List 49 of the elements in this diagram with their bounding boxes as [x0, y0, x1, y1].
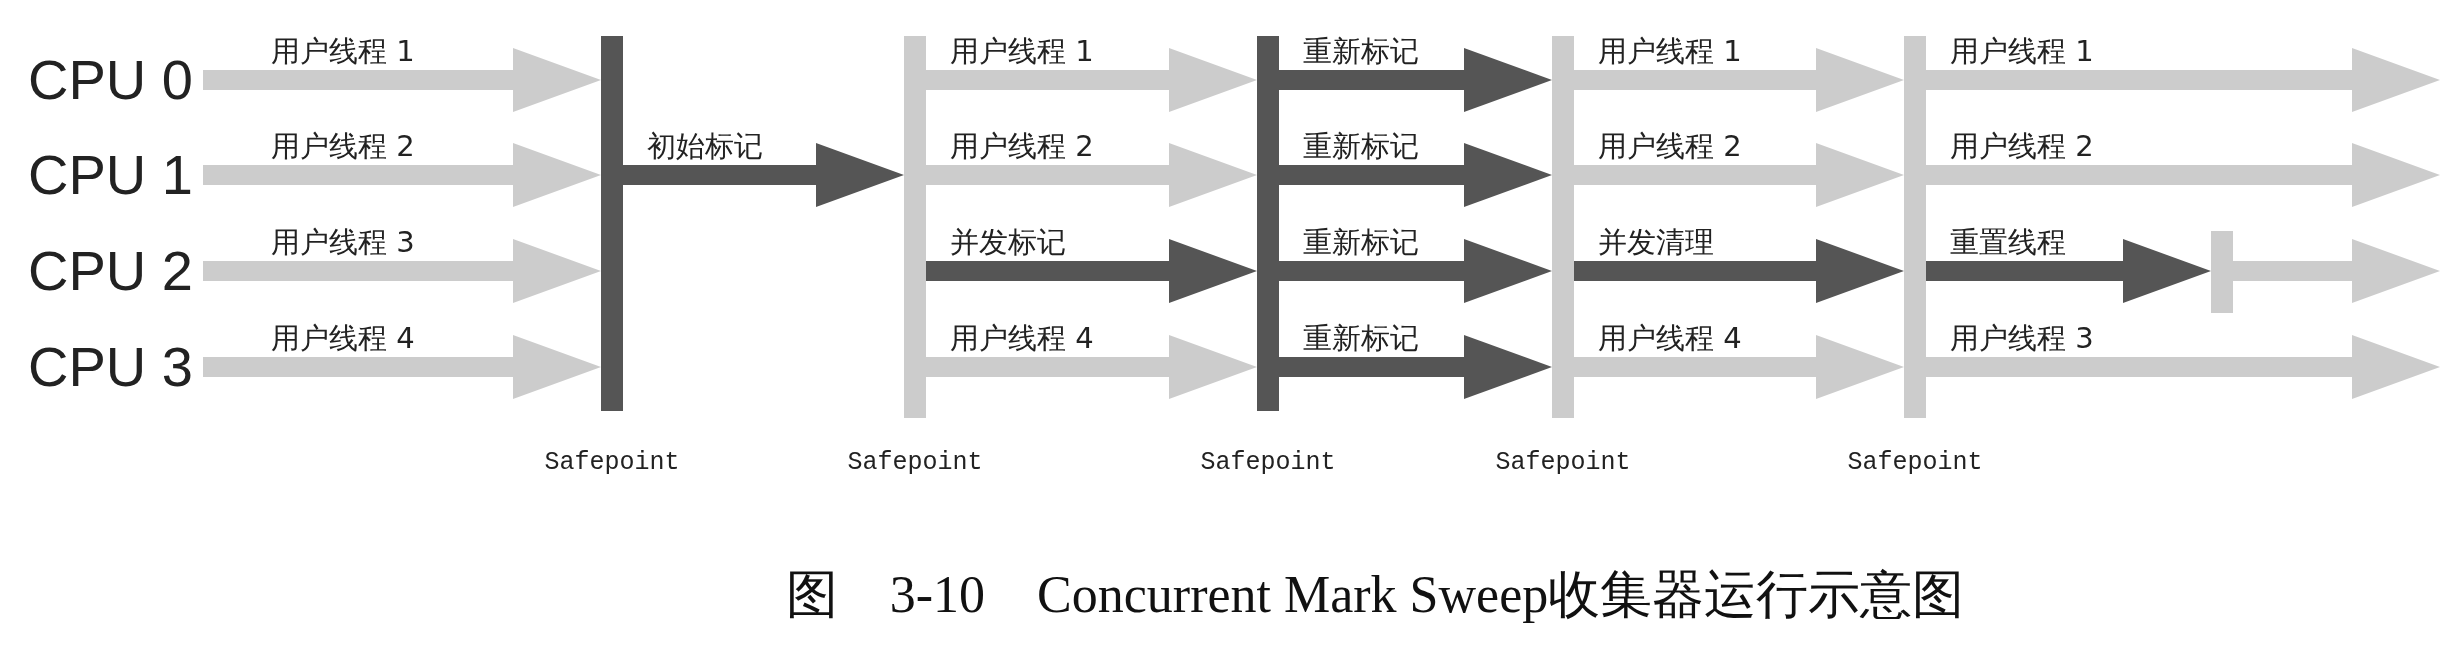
- safepoint-bar: [2211, 231, 2233, 313]
- safepoint-bar: [1552, 36, 1574, 418]
- edge-label: 并发标记: [948, 225, 1068, 259]
- edge-label: 重新标记: [1301, 129, 1421, 163]
- arrow: [1574, 239, 1904, 303]
- arrow: [926, 335, 1257, 399]
- arrow: [203, 239, 601, 303]
- arrow: [926, 239, 1257, 303]
- arrow: [2233, 239, 2440, 303]
- safepoint-bar: [1904, 36, 1926, 418]
- arrow: [1926, 143, 2440, 207]
- edge-label: 初始标记: [645, 129, 765, 163]
- arrow: [926, 143, 1257, 207]
- arrow: [1926, 239, 2211, 303]
- safepoint-bar: [601, 36, 623, 411]
- cpu-label: CPU 2: [28, 239, 203, 303]
- arrow: [1926, 335, 2440, 399]
- arrow: [1574, 48, 1904, 112]
- arrow: [203, 48, 601, 112]
- cpu-label: CPU 1: [28, 143, 203, 207]
- safepoint-label: Safepoint: [544, 448, 680, 477]
- edge-label: 重置线程: [1948, 225, 2068, 259]
- arrow: [926, 48, 1257, 112]
- arrow: [1279, 239, 1552, 303]
- arrow: [1279, 48, 1552, 112]
- figure-caption: 图 3-10 Concurrent Mark Sweep收集器运行示意图: [785, 566, 1965, 623]
- safepoint-label: Safepoint: [1200, 448, 1336, 477]
- arrow: [1574, 143, 1904, 207]
- edge-label: 重新标记: [1301, 34, 1421, 68]
- cpu-label: CPU 3: [28, 335, 203, 399]
- arrow: [1926, 48, 2440, 112]
- arrow: [203, 335, 601, 399]
- edge-label: 重新标记: [1301, 225, 1421, 259]
- safepoint-bar: [1257, 36, 1279, 411]
- cpu-label: CPU 0: [28, 48, 203, 112]
- edge-label: 用户线程 4: [269, 321, 417, 355]
- arrow: [1574, 335, 1904, 399]
- edge-label: 重新标记: [1301, 321, 1421, 355]
- safepoint-bar: [904, 36, 926, 418]
- arrow: [623, 143, 904, 207]
- edge-label: 并发清理: [1596, 225, 1716, 259]
- edge-label: 用户线程 4: [1596, 321, 1744, 355]
- safepoint-label: Safepoint: [1495, 448, 1631, 477]
- arrow: [1279, 335, 1552, 399]
- arrow: [1279, 143, 1552, 207]
- safepoint-label: Safepoint: [847, 448, 983, 477]
- arrow: [203, 143, 601, 207]
- safepoint-label: Safepoint: [1847, 448, 1983, 477]
- edge-label: 用户线程 4: [948, 321, 1096, 355]
